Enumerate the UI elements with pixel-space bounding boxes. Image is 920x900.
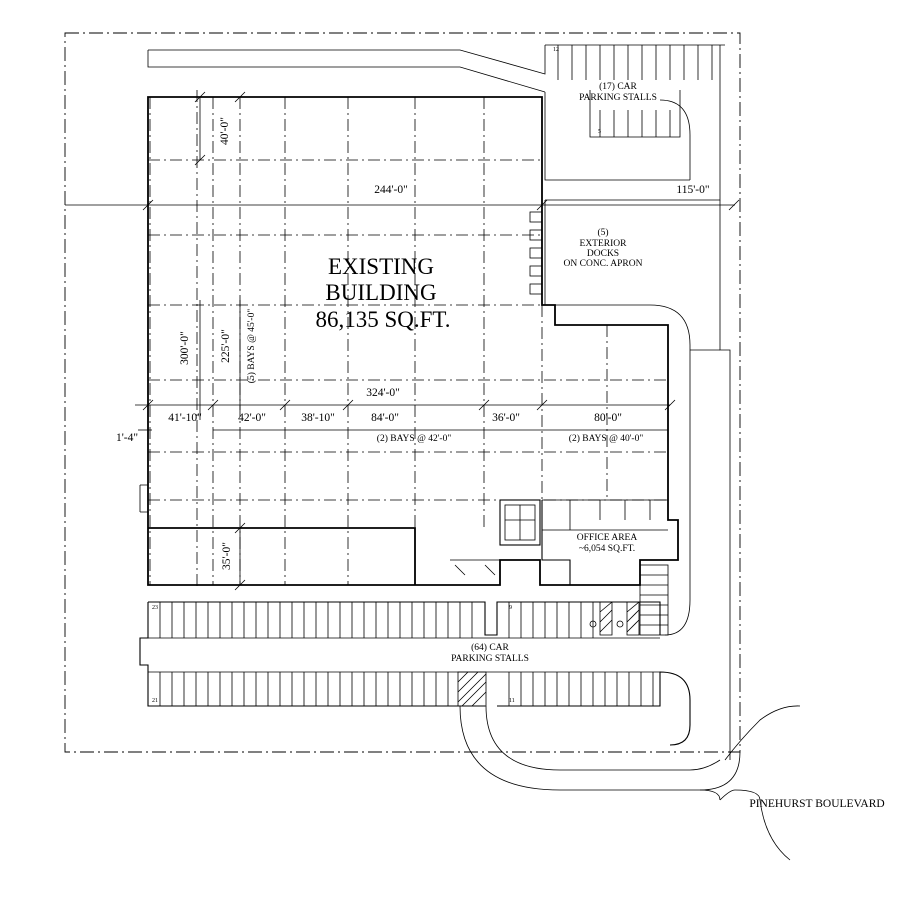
building-outline [139, 96, 679, 586]
pinehurst-boulevard [719, 705, 801, 861]
dimension-lines [65, 91, 740, 591]
dim-324-label: 324'-0" [366, 387, 400, 399]
south-parking-stalls [159, 601, 654, 707]
docks-label-4: ON CONC. APRON [564, 259, 643, 269]
office-area-label: ~6,054 SQ.FT. [579, 544, 635, 554]
dim-300-label: 300'-0" [179, 331, 191, 365]
south-driveway [459, 705, 741, 801]
building-area-label: 86,135 SQ.FT. [315, 307, 450, 332]
dim-84-label: 84'-0" [371, 412, 399, 424]
north-drive [147, 45, 731, 760]
docks-label-3: DOCKS [587, 249, 619, 259]
office-label-1: OFFICE AREA [577, 533, 638, 543]
north-stall-count-12: 12 [553, 47, 559, 53]
bays-42-label: (2) BAYS @ 42'-0" [377, 433, 452, 444]
dim-38-10-label: 38'-10" [301, 412, 335, 424]
north-stall-count-5: 5 [598, 129, 601, 135]
docks-label-2: EXTERIOR [580, 239, 628, 249]
south-parking-label-1: (64) CAR [471, 642, 509, 653]
south-parking-lot [139, 601, 691, 746]
street-name: PINEHURST BOULEVARD [749, 798, 884, 810]
south-stall-count-21: 21 [152, 698, 158, 704]
dim-115-label: 115'-0" [676, 184, 709, 196]
bays-45-label: (5) BAYS @ 45'-0" [246, 309, 257, 384]
south-stall-count-9: 9 [509, 605, 512, 611]
north-parking-label-1: (17) CAR [599, 81, 637, 92]
dim-1-4-label: 1'-4" [116, 432, 138, 444]
south-stall-count-23: 23 [152, 605, 158, 611]
office-area [450, 499, 669, 636]
accessible-parking-icon [589, 620, 624, 628]
bays-40-label: (2) BAYS @ 40'-0" [569, 433, 644, 444]
building-title-line1: EXISTING [328, 254, 434, 279]
dim-225-label: 225'-0" [220, 329, 232, 363]
docks-label-1: (5) [597, 227, 608, 238]
dim-42-label: 42'-0" [238, 412, 266, 424]
south-parking-label-2: PARKING STALLS [451, 654, 529, 664]
north-parking-stalls [545, 44, 725, 137]
dim-80-label: 80'-0" [594, 412, 622, 424]
south-stall-count-11: 11 [509, 698, 515, 704]
dim-36-label: 36'-0" [492, 412, 520, 424]
exterior-docks [529, 211, 543, 295]
property-line [64, 32, 741, 753]
building-title-line2: BUILDING [325, 280, 436, 305]
dim-244-label: 244'-0" [374, 184, 408, 196]
dim-40-label: 40'-0" [219, 117, 231, 145]
dim-41-10-label: 41'-10" [168, 412, 202, 424]
dim-35-label: 35'-0" [221, 542, 233, 570]
north-parking-label-2: PARKING STALLS [579, 93, 657, 103]
